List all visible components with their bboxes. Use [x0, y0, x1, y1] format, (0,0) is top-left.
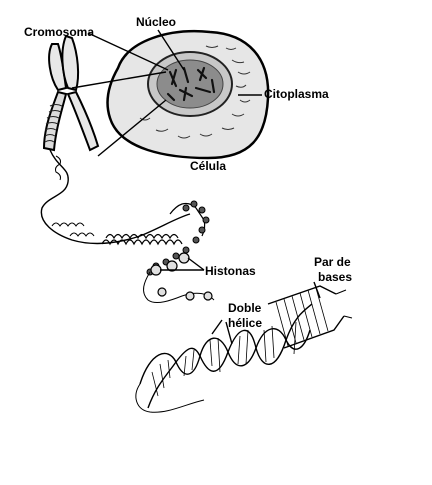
label-doble: Doble: [228, 301, 262, 315]
label-histonas: Histonas: [205, 264, 256, 278]
double-helix: [135, 303, 313, 413]
chromatin-coil: [101, 202, 206, 246]
leader-zoom-lower: [97, 99, 167, 157]
chromosome: [42, 34, 100, 152]
histone-beads: [150, 252, 213, 301]
label-nucleo: Núcleo: [136, 15, 176, 29]
label-cromosoma: Cromosoma: [24, 25, 94, 39]
label-citoplasma: Citoplasma: [264, 87, 329, 101]
leader-histonas-2: [187, 257, 205, 271]
chromatin-fiber: [40, 149, 191, 245]
chromosome-arm-lower-left: [42, 90, 68, 152]
leader-zoom-upper: [71, 71, 167, 89]
leader-cromosoma: [87, 32, 169, 71]
base-pair-ladder: [267, 285, 353, 349]
leader-doble-2: [225, 321, 233, 345]
cytoplasm-texture: [139, 45, 251, 139]
chromosome-arm-upper-right: [61, 34, 80, 92]
chromosome-coil-texture: [44, 104, 63, 143]
nucleus-inner: [156, 59, 224, 109]
leader-doble-1: [211, 319, 223, 335]
chromosome-arm-lower-right: [66, 90, 100, 152]
cell: [106, 30, 270, 160]
label-helice: hélice: [228, 316, 262, 330]
label-bases: bases: [318, 270, 352, 284]
leader-nucleo: [157, 29, 185, 71]
leader-lines: [71, 29, 321, 345]
chromosome-arm-upper-left: [48, 43, 68, 92]
labels: Cromosoma Núcleo Citoplasma Célula Histo…: [24, 15, 352, 330]
label-par-de: Par de: [314, 255, 351, 269]
label-celula: Célula: [190, 159, 226, 173]
leader-par: [313, 281, 321, 299]
nucleus-chromosomes: [166, 66, 216, 102]
histone-string: [143, 271, 215, 303]
